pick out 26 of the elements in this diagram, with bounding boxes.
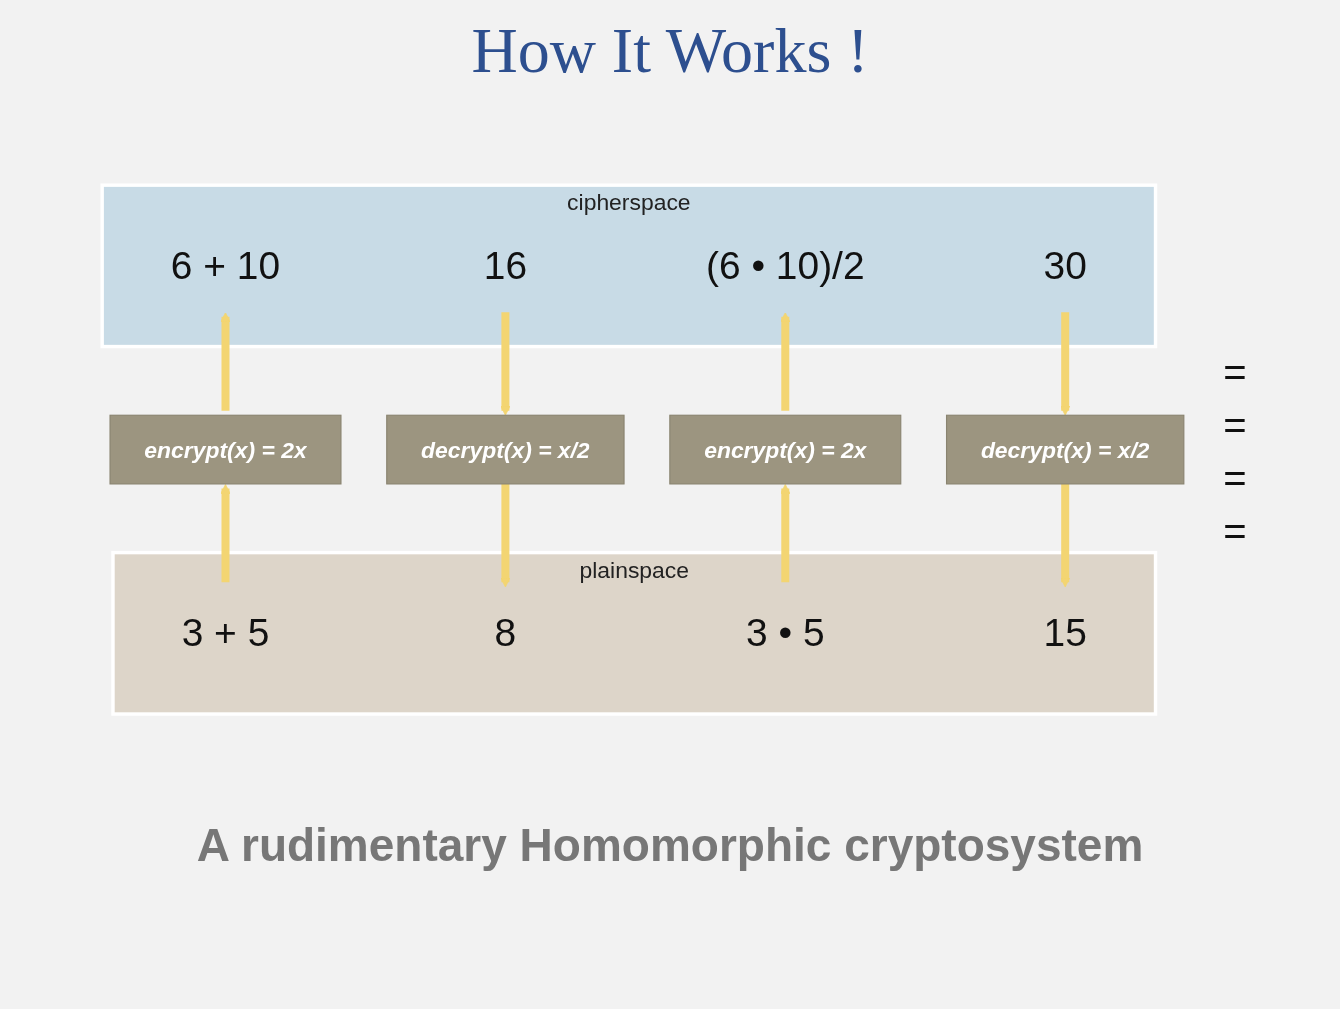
arrow xyxy=(1060,484,1071,588)
arrow xyxy=(220,484,231,583)
arrow xyxy=(500,484,511,588)
arrow xyxy=(500,312,511,417)
equals-sign: = xyxy=(1223,456,1247,501)
node-box: decrypt(x) = x/2 xyxy=(386,415,625,485)
node-text: 3 • 5 xyxy=(746,611,825,655)
node-text: 8 xyxy=(494,611,517,655)
equals-sign: = xyxy=(1223,350,1247,395)
title: How It Works ! xyxy=(470,14,870,88)
node-text: 3 + 5 xyxy=(181,611,270,655)
node-box: encrypt(x) = 2x xyxy=(109,415,342,485)
node-text: (6 • 10)/2 xyxy=(706,243,865,288)
node-text: 30 xyxy=(1043,243,1088,288)
equals-sign: = xyxy=(1223,509,1247,554)
node-box: encrypt(x) = 2x xyxy=(669,415,902,485)
arrow xyxy=(780,484,791,583)
node-text: 15 xyxy=(1043,611,1088,655)
equals-sign: = xyxy=(1223,403,1247,448)
arrow xyxy=(220,312,231,412)
node-text: 6 + 10 xyxy=(171,243,281,288)
caption: A rudimentary Homomorphic cryptosystem xyxy=(195,818,1145,872)
node-box: decrypt(x) = x/2 xyxy=(946,415,1185,485)
node-text: 16 xyxy=(484,243,528,288)
arrow xyxy=(1060,312,1071,417)
arrow xyxy=(780,312,791,412)
